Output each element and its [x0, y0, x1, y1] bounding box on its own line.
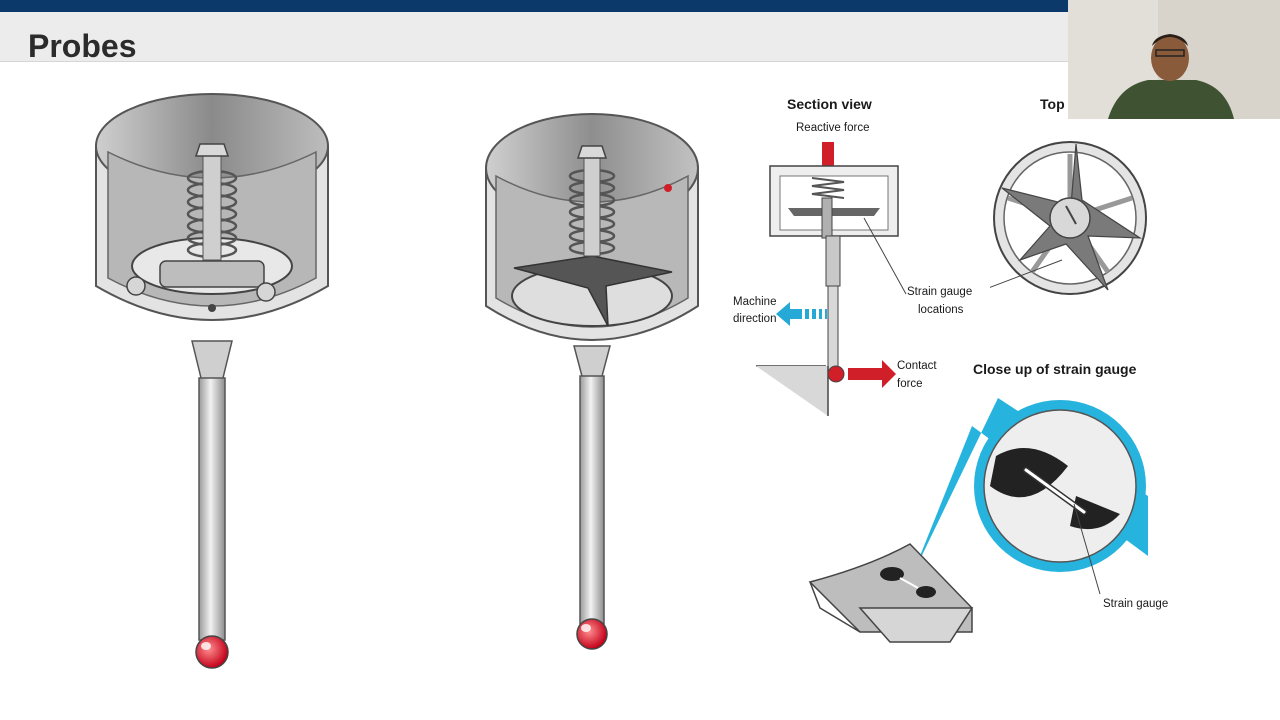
section-view-label: Section view	[787, 96, 872, 112]
top-view-label: Top	[1040, 96, 1065, 112]
kinematic-probe-illustration	[95, 93, 329, 669]
presenter-figure	[1068, 0, 1280, 119]
reactive-force-label: Reactive force	[796, 122, 870, 134]
title-band: Probes	[0, 12, 1280, 64]
presenter-webcam-video	[1068, 0, 1280, 119]
strain-gauge-locations-label-line2: locations	[918, 304, 964, 316]
header-accent-bar	[0, 0, 1280, 12]
top-view-drawing	[990, 141, 1147, 295]
close-up-label: Close up of strain gauge	[973, 361, 1137, 377]
strain-gauge-locations-label-line1: Strain gauge	[907, 286, 973, 298]
machine-direction-label-line2: direction	[733, 313, 777, 325]
machine-direction-label-line1: Machine	[733, 296, 777, 308]
strain-gauge-label: Strain gauge	[1103, 598, 1169, 610]
slide-title: Probes	[28, 28, 137, 64]
machine-direction-arrow	[776, 302, 827, 326]
strain-gauge-probe-illustration	[485, 113, 699, 650]
section-view-drawing	[756, 142, 907, 416]
contact-force-label-line1: Contact	[897, 360, 937, 372]
contact-force-label-line2: force	[897, 378, 923, 390]
strain-gauge-close-up-drawing	[808, 398, 1148, 643]
